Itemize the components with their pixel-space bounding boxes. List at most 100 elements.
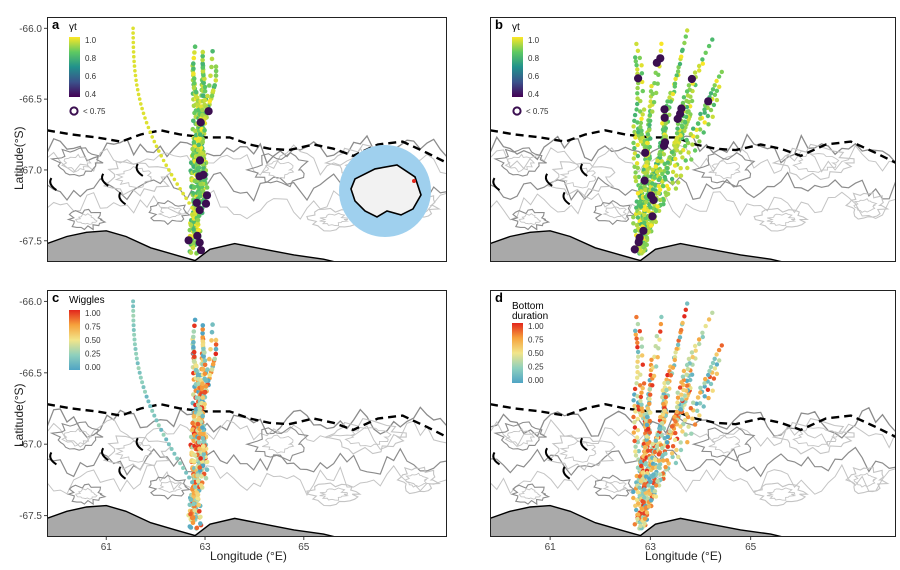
isobath-contour <box>148 200 192 226</box>
track-point <box>133 73 138 78</box>
track-point <box>678 173 684 178</box>
track-point <box>200 436 206 441</box>
track-point <box>667 429 673 434</box>
shelf-break-fragment <box>135 437 144 452</box>
isobath-contour <box>691 152 756 188</box>
track-point <box>649 357 654 362</box>
track-point <box>642 487 647 492</box>
track-point <box>157 149 161 153</box>
track-point <box>131 31 135 35</box>
track-point <box>712 366 718 371</box>
track-point <box>684 109 690 115</box>
track-point <box>131 45 136 49</box>
track-point <box>674 135 680 141</box>
track-point <box>188 222 194 228</box>
track-point <box>680 155 685 160</box>
track-point <box>175 182 179 186</box>
track-point <box>638 124 643 130</box>
track-point <box>635 85 640 91</box>
track-point <box>651 373 657 379</box>
track-point <box>201 165 206 170</box>
isobath-contour <box>853 198 878 213</box>
track-point <box>207 356 212 362</box>
track-point <box>654 90 659 96</box>
track-point <box>689 98 695 104</box>
panel-label: a <box>52 17 60 32</box>
track-point <box>685 366 691 372</box>
track-point <box>633 55 638 60</box>
track-point <box>646 483 651 488</box>
track-point <box>191 226 196 232</box>
track-point <box>213 351 219 357</box>
y-tick-label: -66.0 <box>19 297 42 308</box>
track-point <box>201 354 206 359</box>
track-point <box>190 212 195 217</box>
track-point <box>643 187 648 193</box>
x-tick-label: 63 <box>199 542 211 553</box>
shelf-break-fragment <box>562 191 571 206</box>
track-point <box>139 102 143 106</box>
track-point <box>647 122 652 128</box>
isobath-contour <box>547 161 616 197</box>
track-point <box>638 185 643 190</box>
track-point <box>192 178 198 184</box>
track-point <box>635 490 641 495</box>
track-point <box>642 495 647 500</box>
track-point <box>192 317 198 323</box>
track-point <box>644 235 650 240</box>
track-point <box>635 465 641 470</box>
track-point <box>675 126 680 131</box>
track-point <box>700 334 705 340</box>
legend-low-gamma-symbol <box>512 106 522 116</box>
y-tick-label: -66.5 <box>19 368 42 379</box>
track-point <box>631 430 636 435</box>
track-point <box>631 124 636 129</box>
isobath-contour <box>558 166 597 189</box>
track-point <box>714 362 720 367</box>
shelf-break-fragment <box>562 466 571 480</box>
track-point <box>656 190 661 196</box>
track-point <box>156 423 161 428</box>
track-point <box>635 153 641 159</box>
track-point <box>639 336 644 341</box>
track-point <box>645 406 651 411</box>
track-point <box>634 314 639 320</box>
isobath-contour <box>102 161 172 197</box>
track-point <box>632 151 638 156</box>
legend-tick-label: 0.00 <box>528 376 544 385</box>
y-tick-label: -67.0 <box>19 165 42 176</box>
antarctic-coastline <box>490 230 896 262</box>
isobath-contour <box>493 147 547 177</box>
track-point <box>197 446 202 451</box>
track-point <box>634 381 639 386</box>
track-point <box>193 363 199 369</box>
track-point <box>661 458 666 463</box>
track-point <box>647 144 652 150</box>
isobath-contour <box>262 160 295 180</box>
track-point <box>647 401 652 406</box>
low-gamma-point <box>648 212 657 221</box>
track-point <box>633 449 638 454</box>
track-point <box>643 144 649 149</box>
track-point <box>635 516 640 522</box>
track-point <box>635 215 641 220</box>
track-point <box>698 385 703 390</box>
track-point <box>192 453 198 458</box>
track-point <box>653 438 658 443</box>
track-point <box>196 502 201 508</box>
isobath-contour <box>493 421 547 451</box>
track-point <box>638 372 643 377</box>
track-point <box>679 123 685 128</box>
low-gamma-point <box>635 233 644 242</box>
track-point <box>653 494 659 499</box>
panel-frame <box>490 17 896 262</box>
track-point <box>209 93 215 99</box>
track-point <box>644 140 650 146</box>
track-point <box>198 514 203 520</box>
track-point <box>682 143 688 149</box>
x-tick-label: 63 <box>645 542 657 553</box>
track-point <box>636 354 641 359</box>
track-point <box>635 416 640 422</box>
track-point <box>169 172 174 177</box>
